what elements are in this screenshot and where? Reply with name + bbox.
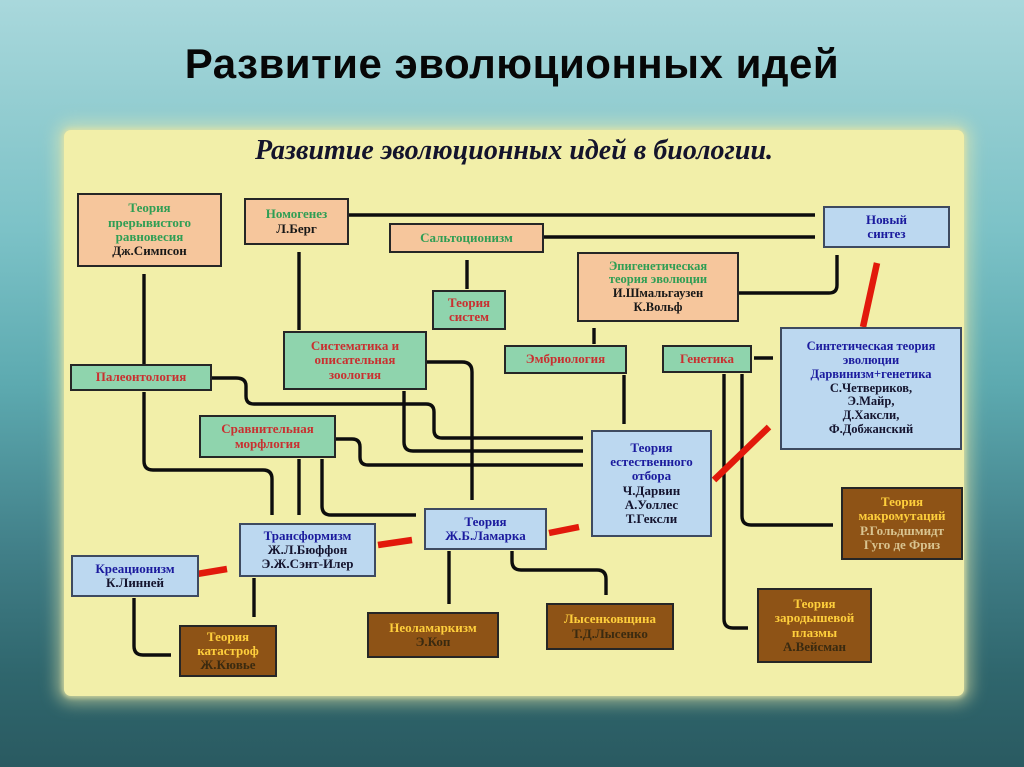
- node-lamarck-theory: Теория Ж.Б.Ламарка: [424, 508, 547, 550]
- node-neolamarckism: Неоламаркизм Э.Коп: [367, 612, 499, 658]
- node-catastrophe-theory: Теория катастроф Ж.Кювье: [179, 625, 277, 677]
- arrow-creationism-to-catastrophes: [132, 598, 171, 657]
- node-comparative-morphology: Сравнительная морфлогия: [199, 415, 336, 458]
- node-nomogenesis: Номогенез Л.Берг: [244, 198, 349, 245]
- slide-title: Развитие эволюционных идей: [184, 40, 840, 87]
- diagram-title: Развитие эволюционных идей в биологии.: [254, 135, 774, 166]
- node-natural-selection-theory: Теория естественного отбора Ч.Дарвин А.У…: [591, 430, 712, 537]
- arrow-lamarck-to-lysenkoism: [510, 551, 608, 595]
- arrow-epigenetic-to-new-synthesis: [739, 255, 839, 295]
- arrow-natural-selection-to-synthetic: [711, 424, 772, 483]
- arrow-lamarck-to-natural-selection: [548, 523, 580, 537]
- node-macromutation-theory: Теория макромутаций Р.Гольдшмидт Гуго де…: [841, 487, 963, 560]
- black-arrows: [132, 213, 839, 657]
- node-embryology: Эмбриология: [504, 345, 627, 374]
- node-synthetic-theory: Синтетическая теория эволюции Дарвинизм+…: [780, 327, 962, 450]
- red-arrows: [196, 262, 881, 578]
- node-systematics-zoology: Систематика и описательная зоология: [283, 331, 427, 390]
- node-saltationism: Сальтоционизм: [389, 223, 544, 253]
- arrow-genetics-to-macromutations: [740, 374, 833, 527]
- arrow-systematics-to-lamarck: [427, 360, 474, 500]
- arrow-comparative-to-natural-selection: [336, 437, 583, 467]
- arrow-paleontology-to-natural-selection: [212, 376, 583, 440]
- node-paleontology: Палеонтология: [70, 364, 212, 391]
- arrow-creationism-to-transformism: [196, 565, 228, 578]
- node-systems-theory: Теория систем: [432, 290, 506, 330]
- arrow-transformism-to-lamarck: [377, 536, 413, 549]
- arrow-genetics-to-germ-plasm: [722, 374, 748, 630]
- node-new-synthesis: Новый синтез: [823, 206, 950, 248]
- arrow-synthetic-to-new-synthesis: [859, 262, 881, 328]
- node-genetics: Генетика: [662, 345, 752, 373]
- diagram-panel: Развитие эволюционных идей в биологии.: [64, 130, 964, 696]
- node-germ-plasm-theory: Теория зародышевой плазмы А.Вейсман: [757, 588, 872, 663]
- arrow-systematics-to-natural-selection: [402, 391, 583, 453]
- arrow-layer: [132, 213, 881, 657]
- node-transformism: Трансформизм Ж.Л.Бюффон Э.Ж.Сэнт-Илер: [239, 523, 376, 577]
- arrow-paleontology-to-transformism: [142, 392, 274, 515]
- node-punctuated-equilibrium: Теория прерывистого равновесия Дж.Симпсо…: [77, 193, 222, 267]
- node-creationism: Креационизм К.Линней: [71, 555, 199, 597]
- arrow-comparative-to-lamarck: [320, 459, 416, 517]
- node-epigenetic-theory: Эпигенетическая теория эволюции И.Шмальг…: [577, 252, 739, 322]
- node-lysenkoism: Лысенковщина Т.Д.Лысенко: [546, 603, 674, 650]
